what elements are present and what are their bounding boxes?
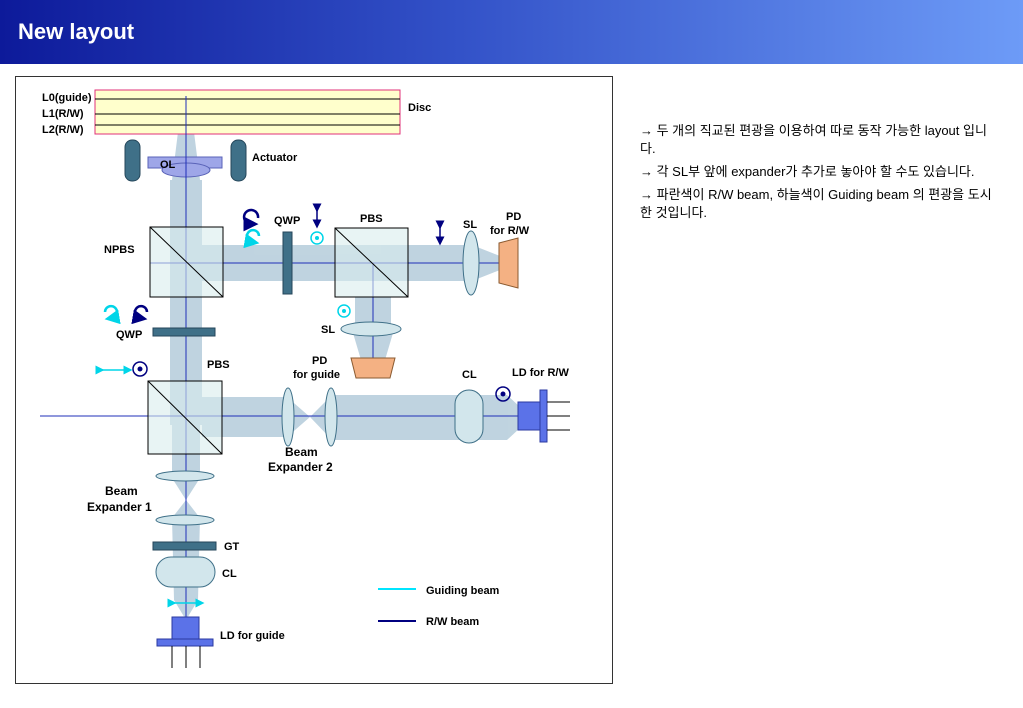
sl-right-lens <box>462 230 480 296</box>
slide-title: New layout <box>18 19 135 44</box>
label-gt: GT <box>224 541 240 553</box>
circular-pol-rw-left-icon <box>131 304 149 325</box>
label-qwp-left: QWP <box>116 329 142 341</box>
beam-expander1-lens-b <box>155 514 215 526</box>
actuator-left <box>124 139 141 182</box>
beam-expander2-lens-b <box>324 387 338 447</box>
label-pbs-mid: PBS <box>207 359 230 371</box>
label-pbs-top: PBS <box>360 213 383 225</box>
label-be1-1: Beam <box>105 484 138 498</box>
ld-guide-flange <box>156 638 214 647</box>
ld-rw <box>517 389 570 443</box>
pbs-top-diagonal <box>334 227 409 298</box>
pol-dot-dark-right-icon <box>495 386 511 402</box>
npbs-diagonal <box>149 226 224 298</box>
label-pd-rw-2: for R/W <box>490 225 530 237</box>
beam-expander1-lens-a <box>155 470 215 482</box>
notes-panel: → 두 개의 직교된 편광을 이용하여 따로 동작 가능한 layout 입니다… <box>640 122 995 227</box>
label-l1: L1(R/W) <box>42 108 84 120</box>
title-bar <box>0 0 1023 64</box>
pol-dot-cyan-top-icon <box>310 231 324 245</box>
qwp-top-plate <box>282 231 293 295</box>
pd-rw-detector <box>498 237 519 289</box>
pd-guide-detector <box>350 357 396 379</box>
disc <box>94 89 401 135</box>
label-cl-bottom: CL <box>222 568 237 580</box>
note-2: → 각 SL부 앞에 expander가 추가로 놓아야 할 수도 있습니다. <box>640 164 975 179</box>
label-pd-guide-2: for guide <box>293 369 340 381</box>
label-ld-guide: LD for guide <box>220 630 285 642</box>
label-l2: L2(R/W) <box>42 124 84 136</box>
pbs-mid-diagonal <box>147 380 223 455</box>
pbs-top-cube <box>334 227 409 298</box>
label-be2-2: Expander 2 <box>268 460 333 474</box>
actuator-right <box>230 139 247 182</box>
label-qwp-top: QWP <box>274 215 300 227</box>
legend-rw-label: R/W beam <box>426 616 479 628</box>
label-ld-rw: LD for R/W <box>512 367 569 379</box>
label-pd-guide-1: PD <box>312 355 327 367</box>
gt-plate <box>152 541 217 551</box>
cl-right-lens <box>454 389 484 444</box>
sl-mid-lens <box>340 321 402 337</box>
label-sl-mid: SL <box>321 324 335 336</box>
label-actuator: Actuator <box>252 152 298 164</box>
beam-to-ld-rw <box>507 395 520 440</box>
npbs-cube <box>149 226 224 298</box>
label-be1-2: Expander 1 <box>87 500 152 514</box>
qwp-left-plate <box>152 327 216 337</box>
ld-guide-body <box>171 616 200 640</box>
pbs-mid-cube <box>147 380 223 455</box>
label-l0: L0(guide) <box>42 92 92 104</box>
diagram-frame <box>15 76 613 684</box>
pol-dot-cyan-mid-icon <box>337 304 351 318</box>
label-disc: Disc <box>408 102 431 114</box>
label-sl-right: SL <box>463 219 477 231</box>
label-cl-right: CL <box>462 369 477 381</box>
label-pd-rw-1: PD <box>506 211 521 223</box>
label-ol: OL <box>160 159 176 171</box>
circular-pol-rw-top-icon <box>242 208 260 232</box>
optical-axes <box>40 96 520 650</box>
circular-pol-guide-top-icon <box>243 228 261 249</box>
cl-bottom-lens <box>155 556 216 588</box>
ld-rw-body <box>517 401 541 431</box>
pol-dot-dark-left-icon <box>132 361 148 377</box>
circular-pol-guide-left-icon <box>103 304 121 325</box>
ld-rw-flange <box>539 389 548 443</box>
note-1: → 두 개의 직교된 편광을 이용하여 따로 동작 가능한 layout 입니다… <box>640 123 987 156</box>
label-be2-1: Beam <box>285 445 318 459</box>
beam-expander2-lens-a <box>281 387 295 447</box>
label-npbs: NPBS <box>104 244 135 256</box>
note-3: → 파란색이 R/W beam, 하늘색이 Guiding beam 의 편광을… <box>640 187 992 220</box>
legend-guiding-label: Guiding beam <box>426 585 500 597</box>
disc-body <box>94 89 401 135</box>
ld-guide <box>156 616 214 668</box>
